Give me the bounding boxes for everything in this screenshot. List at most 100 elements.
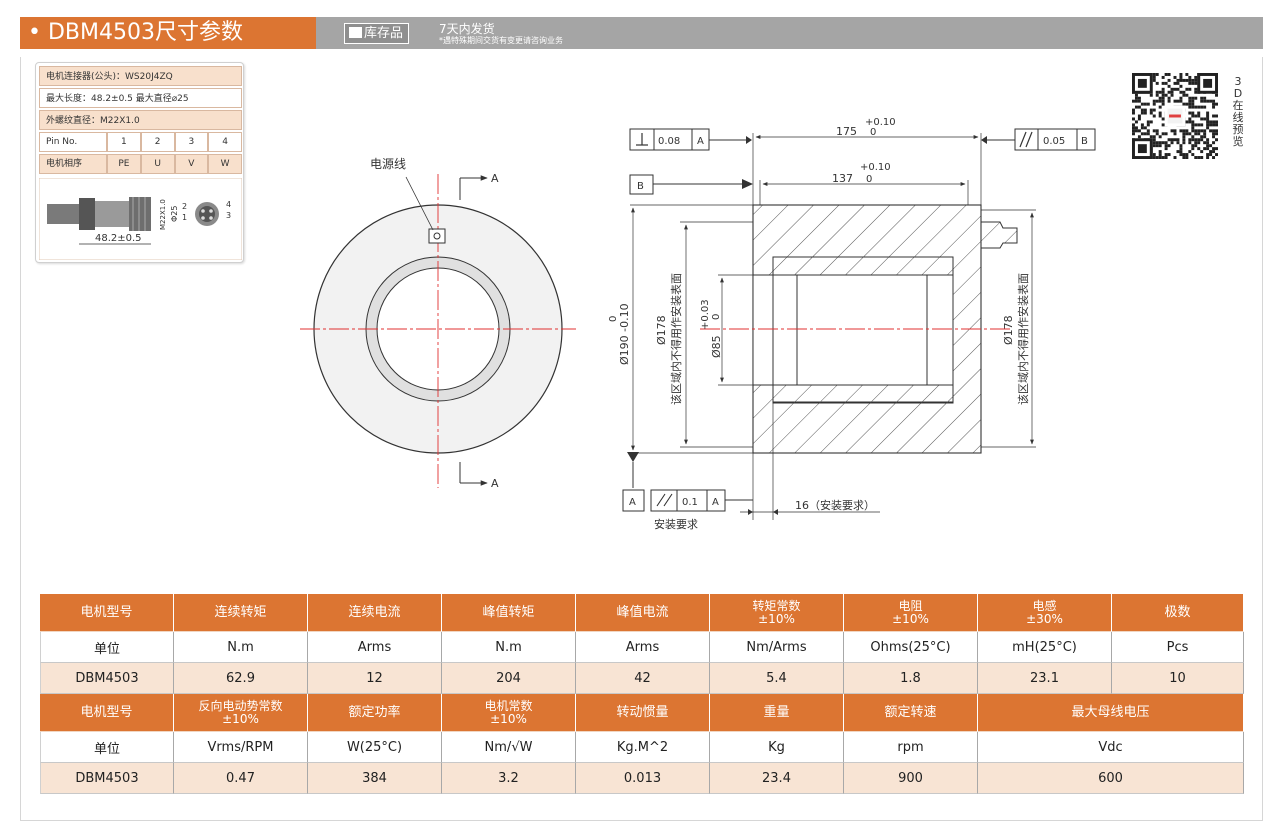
cell-text: Ohms(25°C): [870, 639, 951, 655]
cell-text: 23.4: [762, 770, 791, 786]
spec-header-cell: 峰值转矩: [442, 594, 576, 632]
cell-text: mH(25°C): [1012, 639, 1077, 655]
parallelism-value: 0.05: [1043, 136, 1065, 147]
connector-thread-dim: M22X1.0: [159, 199, 167, 230]
cell-text: 电感: [1032, 598, 1057, 613]
shipping-note: 7天内发货 *遇特殊期间交货有变更请咨询业务: [439, 20, 563, 45]
qr-code[interactable]: [1132, 73, 1218, 159]
spec-cell: Kg: [710, 732, 844, 763]
spec-header-row: 电机型号连续转矩连续电流峰值转矩峰值电流转矩常数±10%电阻±10%电感±30%…: [40, 594, 1244, 632]
spec-cell: Ohms(25°C): [844, 632, 978, 663]
cell-text: Kg.M^2: [616, 739, 669, 755]
length-175: 175: [836, 125, 857, 138]
cell-text: 600: [1098, 770, 1123, 786]
phase-cell: W: [208, 154, 242, 174]
no-mount-note-right: 该区域内不得用作安装表面: [1016, 273, 1030, 405]
pin-mark: 4: [226, 200, 231, 209]
cell-text: 204: [496, 670, 521, 686]
cell-text: 连续转矩: [214, 605, 267, 620]
spec-cell: 384: [308, 763, 442, 794]
cell-text: 连续电流: [348, 605, 401, 620]
spec-header-cell: 电机常数±10%: [442, 694, 576, 732]
cell-text: 转动惯量: [616, 705, 669, 720]
pin-mark: 1: [182, 213, 187, 222]
cell-text: 900: [898, 770, 923, 786]
power-wire-label: 电源线: [370, 157, 406, 171]
stock-box-icon: [349, 27, 362, 38]
spec-cell: 单位: [40, 632, 174, 663]
cell-text: W(25°C): [346, 739, 403, 755]
cell-text: DBM4503: [75, 670, 139, 686]
cell-text: 电机型号: [80, 705, 133, 720]
spec-cell: DBM4503: [40, 663, 174, 694]
pin-number-cell: 1: [107, 132, 141, 152]
diameter-85-tol-up: +0.03: [700, 299, 711, 330]
spec-header-cell: 峰值电流: [576, 594, 710, 632]
cell-text: 42: [634, 670, 651, 686]
3d-label-char: 预: [1232, 123, 1244, 136]
length-175-tol-low: 0: [870, 127, 876, 138]
outer-diameter: Ø190 -0.10: [618, 303, 631, 365]
spec-cell: N.m: [442, 632, 576, 663]
connector-spec-card: 电机连接器(公头)：WS20J4ZQ 最大长度：48.2±0.5 最大直径⌀25…: [35, 62, 244, 263]
spec-cell: 204: [442, 663, 576, 694]
spec-cell: 0.47: [174, 763, 308, 794]
pin-number-cell: 3: [174, 132, 209, 152]
mount-requirement-label: 安装要求: [654, 517, 698, 531]
spec-cell: DBM4503: [40, 763, 174, 794]
spec-cell: Nm/Arms: [710, 632, 844, 663]
pin-number-cell: 2: [140, 132, 175, 152]
spec-header-cell: 极数: [1112, 594, 1244, 632]
phase-row: 电机相序 PE U V W: [39, 154, 242, 174]
cell-text: Vdc: [1098, 739, 1123, 755]
page-title: • DBM4503尺寸参数: [20, 17, 316, 49]
spec-cell: Vdc: [978, 732, 1244, 763]
cell-text: 极数: [1164, 605, 1191, 620]
cell-text: Pcs: [1166, 639, 1189, 655]
spec-header-cell: 额定转速: [844, 694, 978, 732]
spec-header-cell: 重量: [710, 694, 844, 732]
cell-text: 重量: [763, 705, 790, 720]
length-137: 137: [832, 172, 853, 185]
spec-header-cell: 电机型号: [40, 594, 174, 632]
technical-drawing: 电源线 A A 0.08 A 175 +0.10 0: [300, 117, 1096, 531]
length-16-mount: 16（安装要求）: [795, 498, 875, 512]
spec-cell: 0.013: [576, 763, 710, 794]
spec-header-cell: 反向电动势常数±10%: [174, 694, 308, 732]
cell-text: 384: [362, 770, 387, 786]
spec-cell: N.m: [174, 632, 308, 663]
spec-header-cell: 转动惯量: [576, 694, 710, 732]
3d-label-char: 在: [1232, 99, 1244, 112]
spec-header-row: 电机型号 反向电动势常数±10%额定功率电机常数±10% 转动惯量 重量 额定转速最大母…: [40, 694, 1244, 732]
spec-cell: 900: [844, 763, 978, 794]
spec-header-cell: 电机型号: [40, 694, 174, 732]
cell-tolerance: ±10%: [892, 611, 929, 626]
cell-text: 单位: [93, 641, 120, 657]
cell-text: 电机常数: [484, 698, 533, 713]
connector-nut: [79, 198, 95, 230]
cell-text: Kg: [768, 739, 785, 755]
cell-tolerance: ±10%: [758, 611, 795, 626]
cell-text: 23.1: [1030, 670, 1059, 686]
cell-text: 62.9: [226, 670, 255, 686]
connector-model-row: 电机连接器(公头)：WS20J4ZQ: [39, 66, 242, 86]
phase-cell: V: [174, 154, 209, 174]
cell-text: 转矩常数: [752, 598, 801, 613]
spec-header-cell: 连续转矩: [174, 594, 308, 632]
runout-ref: A: [712, 497, 719, 508]
connector-drawing: 48.2±0.5 M22X1.0 Φ25 2 4 1 3: [39, 178, 242, 260]
spec-header-cell: 额定功率: [308, 694, 442, 732]
length-137-tol-up: +0.10: [860, 162, 891, 173]
cell-text: 10: [1169, 670, 1186, 686]
cell-text: N.m: [227, 639, 254, 655]
3d-label-char: D: [1233, 87, 1243, 100]
spec-header-cell: 转矩常数±10%: [710, 594, 844, 632]
3d-label-char: 3: [1234, 75, 1242, 88]
datum-a: A: [629, 497, 636, 508]
spec-header-cell: 最大母线电压: [978, 694, 1244, 732]
spec-cell: W(25°C): [308, 732, 442, 763]
spec-cell: 23.4: [710, 763, 844, 794]
motor-spec-table: 电机型号连续转矩连续电流峰值转矩峰值电流转矩常数±10%电阻±10%电感±30%…: [40, 594, 1244, 794]
